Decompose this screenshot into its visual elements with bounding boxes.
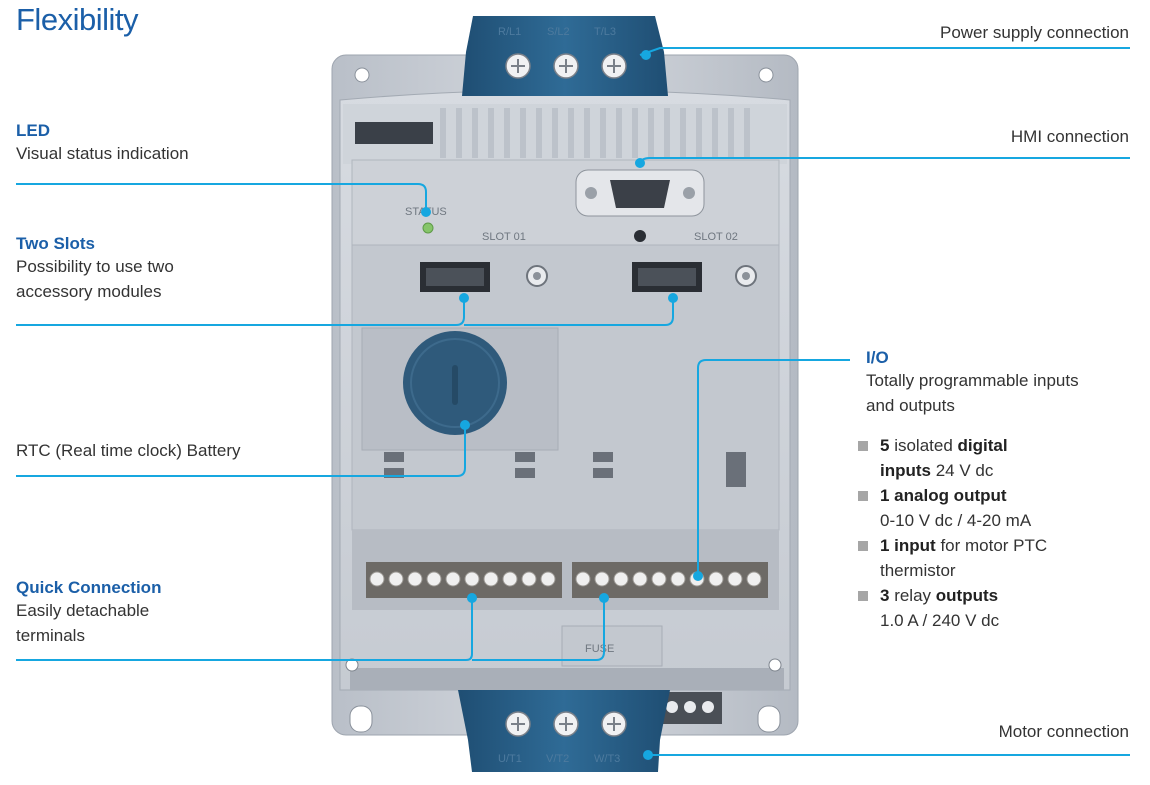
rtc-battery-label: RTC (Real time clock) Battery xyxy=(16,441,241,460)
io-bullet-relay-outputs: 3 relay outputs 1.0 A / 240 V dc xyxy=(858,583,1138,633)
motor-terminal-block xyxy=(458,690,670,772)
terminal-label-ut1: U/T1 xyxy=(498,753,522,765)
leader-led xyxy=(16,183,427,210)
terminal-label-tl3: T/L3 xyxy=(594,26,616,38)
quick-connection-line2: terminals xyxy=(16,626,85,645)
quick-connection-callout: Quick Connection Easily detachable termi… xyxy=(16,578,161,648)
page-title: Flexibility xyxy=(16,2,138,37)
bullet-square-icon xyxy=(858,441,868,451)
leader-slot1 xyxy=(16,298,465,326)
terminal-label-sl2: S/L2 xyxy=(547,26,570,38)
terminal-label-wt3: W/T3 xyxy=(594,753,620,765)
slot-02-label: SLOT 02 xyxy=(694,231,738,243)
hmi-connection-label: HMI connection xyxy=(1010,127,1129,146)
bullet-square-icon xyxy=(858,591,868,601)
io-bullet-list: 5 isolated digital inputs 24 V dc 1 anal… xyxy=(858,433,1138,633)
fuse-label: FUSE xyxy=(585,643,614,655)
slot-01-label: SLOT 01 xyxy=(482,231,526,243)
slots-callout: Two Slots Possibility to use two accesso… xyxy=(16,234,174,304)
terminal-label-vt2: V/T2 xyxy=(546,753,569,765)
power-terminal-block xyxy=(462,16,668,96)
motor-connection-label: Motor connection xyxy=(998,722,1129,741)
power-supply-label: Power supply connection xyxy=(939,23,1129,42)
quick-connection-line1: Easily detachable xyxy=(16,601,150,620)
io-description-line2: and outputs xyxy=(866,396,955,415)
bullet-square-icon xyxy=(858,541,868,551)
leader-power xyxy=(639,47,1130,56)
slots-description-line1: Possibility to use two xyxy=(16,257,174,276)
terminal-label-rl1: R/L1 xyxy=(498,26,521,38)
leader-slot2 xyxy=(464,298,674,326)
drive-housing xyxy=(331,54,799,736)
io-description-line1: Totally programmable inputs xyxy=(866,371,1079,390)
io-heading: I/O xyxy=(866,348,889,367)
io-bullet-ptc-input: 1 input for motor PTC thermistor xyxy=(858,533,1138,583)
led-heading: LED xyxy=(16,121,50,140)
leader-quick-2 xyxy=(472,598,605,661)
slots-description-line2: accessory modules xyxy=(16,282,162,301)
leader-io xyxy=(697,359,850,575)
quick-connection-heading: Quick Connection xyxy=(16,578,162,597)
io-callout: I/O Totally programmable inputs and outp… xyxy=(866,348,1079,418)
leader-battery xyxy=(16,425,466,477)
led-callout: LED Visual status indication xyxy=(16,121,189,166)
slots-heading: Two Slots xyxy=(16,234,96,253)
io-bullet-analog-output: 1 analog output 0-10 V dc / 4-20 mA xyxy=(858,483,1138,533)
led-description: Visual status indication xyxy=(16,144,189,163)
io-bullet-digital-inputs: 5 isolated digital inputs 24 V dc xyxy=(858,433,1138,483)
bullet-square-icon xyxy=(858,491,868,501)
